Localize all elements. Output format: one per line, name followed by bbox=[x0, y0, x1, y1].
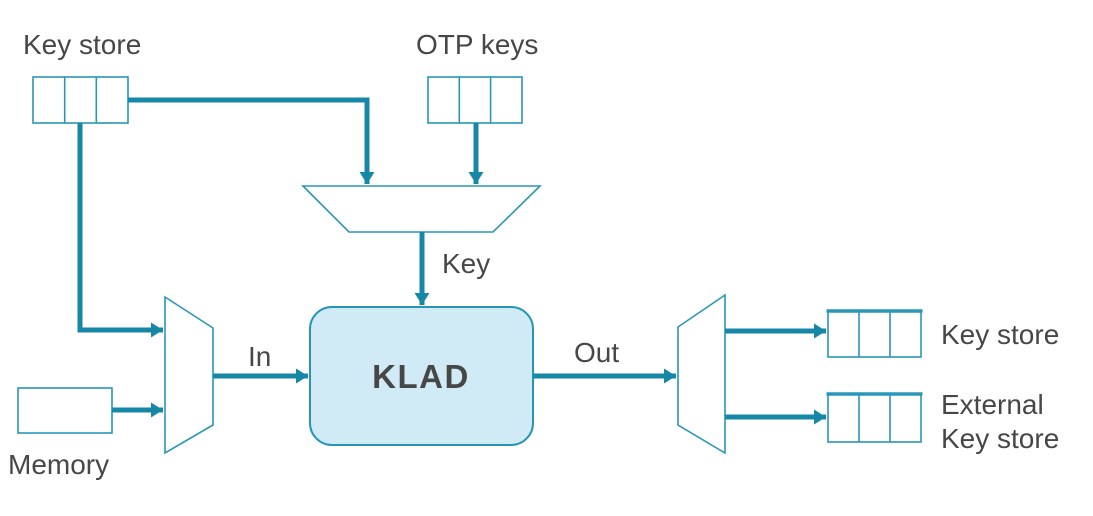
key-store-top-register bbox=[32, 76, 129, 124]
output-demux bbox=[677, 293, 726, 455]
in-edge-label: In bbox=[248, 341, 271, 372]
input-mux bbox=[164, 295, 214, 455]
key-store-out-label: Key store bbox=[941, 319, 1059, 350]
register-box bbox=[427, 76, 523, 124]
key-store-top-label: Key store bbox=[23, 29, 141, 60]
register-box bbox=[32, 76, 129, 124]
otp-keys-register bbox=[427, 76, 523, 124]
otp-keys-label: OTP keys bbox=[416, 29, 538, 60]
edge-keystore-to-mux bbox=[128, 97, 375, 184]
klad-label: KLAD bbox=[372, 358, 470, 395]
register-box bbox=[827, 393, 922, 443]
key-store-out-register bbox=[826, 309, 923, 358]
out-edge-label: Out bbox=[574, 337, 619, 368]
register-box bbox=[827, 310, 922, 358]
external-key-store-label-line2: Key store bbox=[941, 423, 1059, 454]
memory-box bbox=[17, 387, 113, 434]
external-key-store-label-line1: External bbox=[941, 389, 1044, 420]
external-key-store-register bbox=[826, 392, 923, 443]
key-select-mux bbox=[301, 185, 542, 233]
key-edge-label: Key bbox=[442, 248, 490, 279]
edge-keystore-to-input-mux bbox=[77, 123, 163, 338]
memory-label: Memory bbox=[8, 449, 109, 480]
